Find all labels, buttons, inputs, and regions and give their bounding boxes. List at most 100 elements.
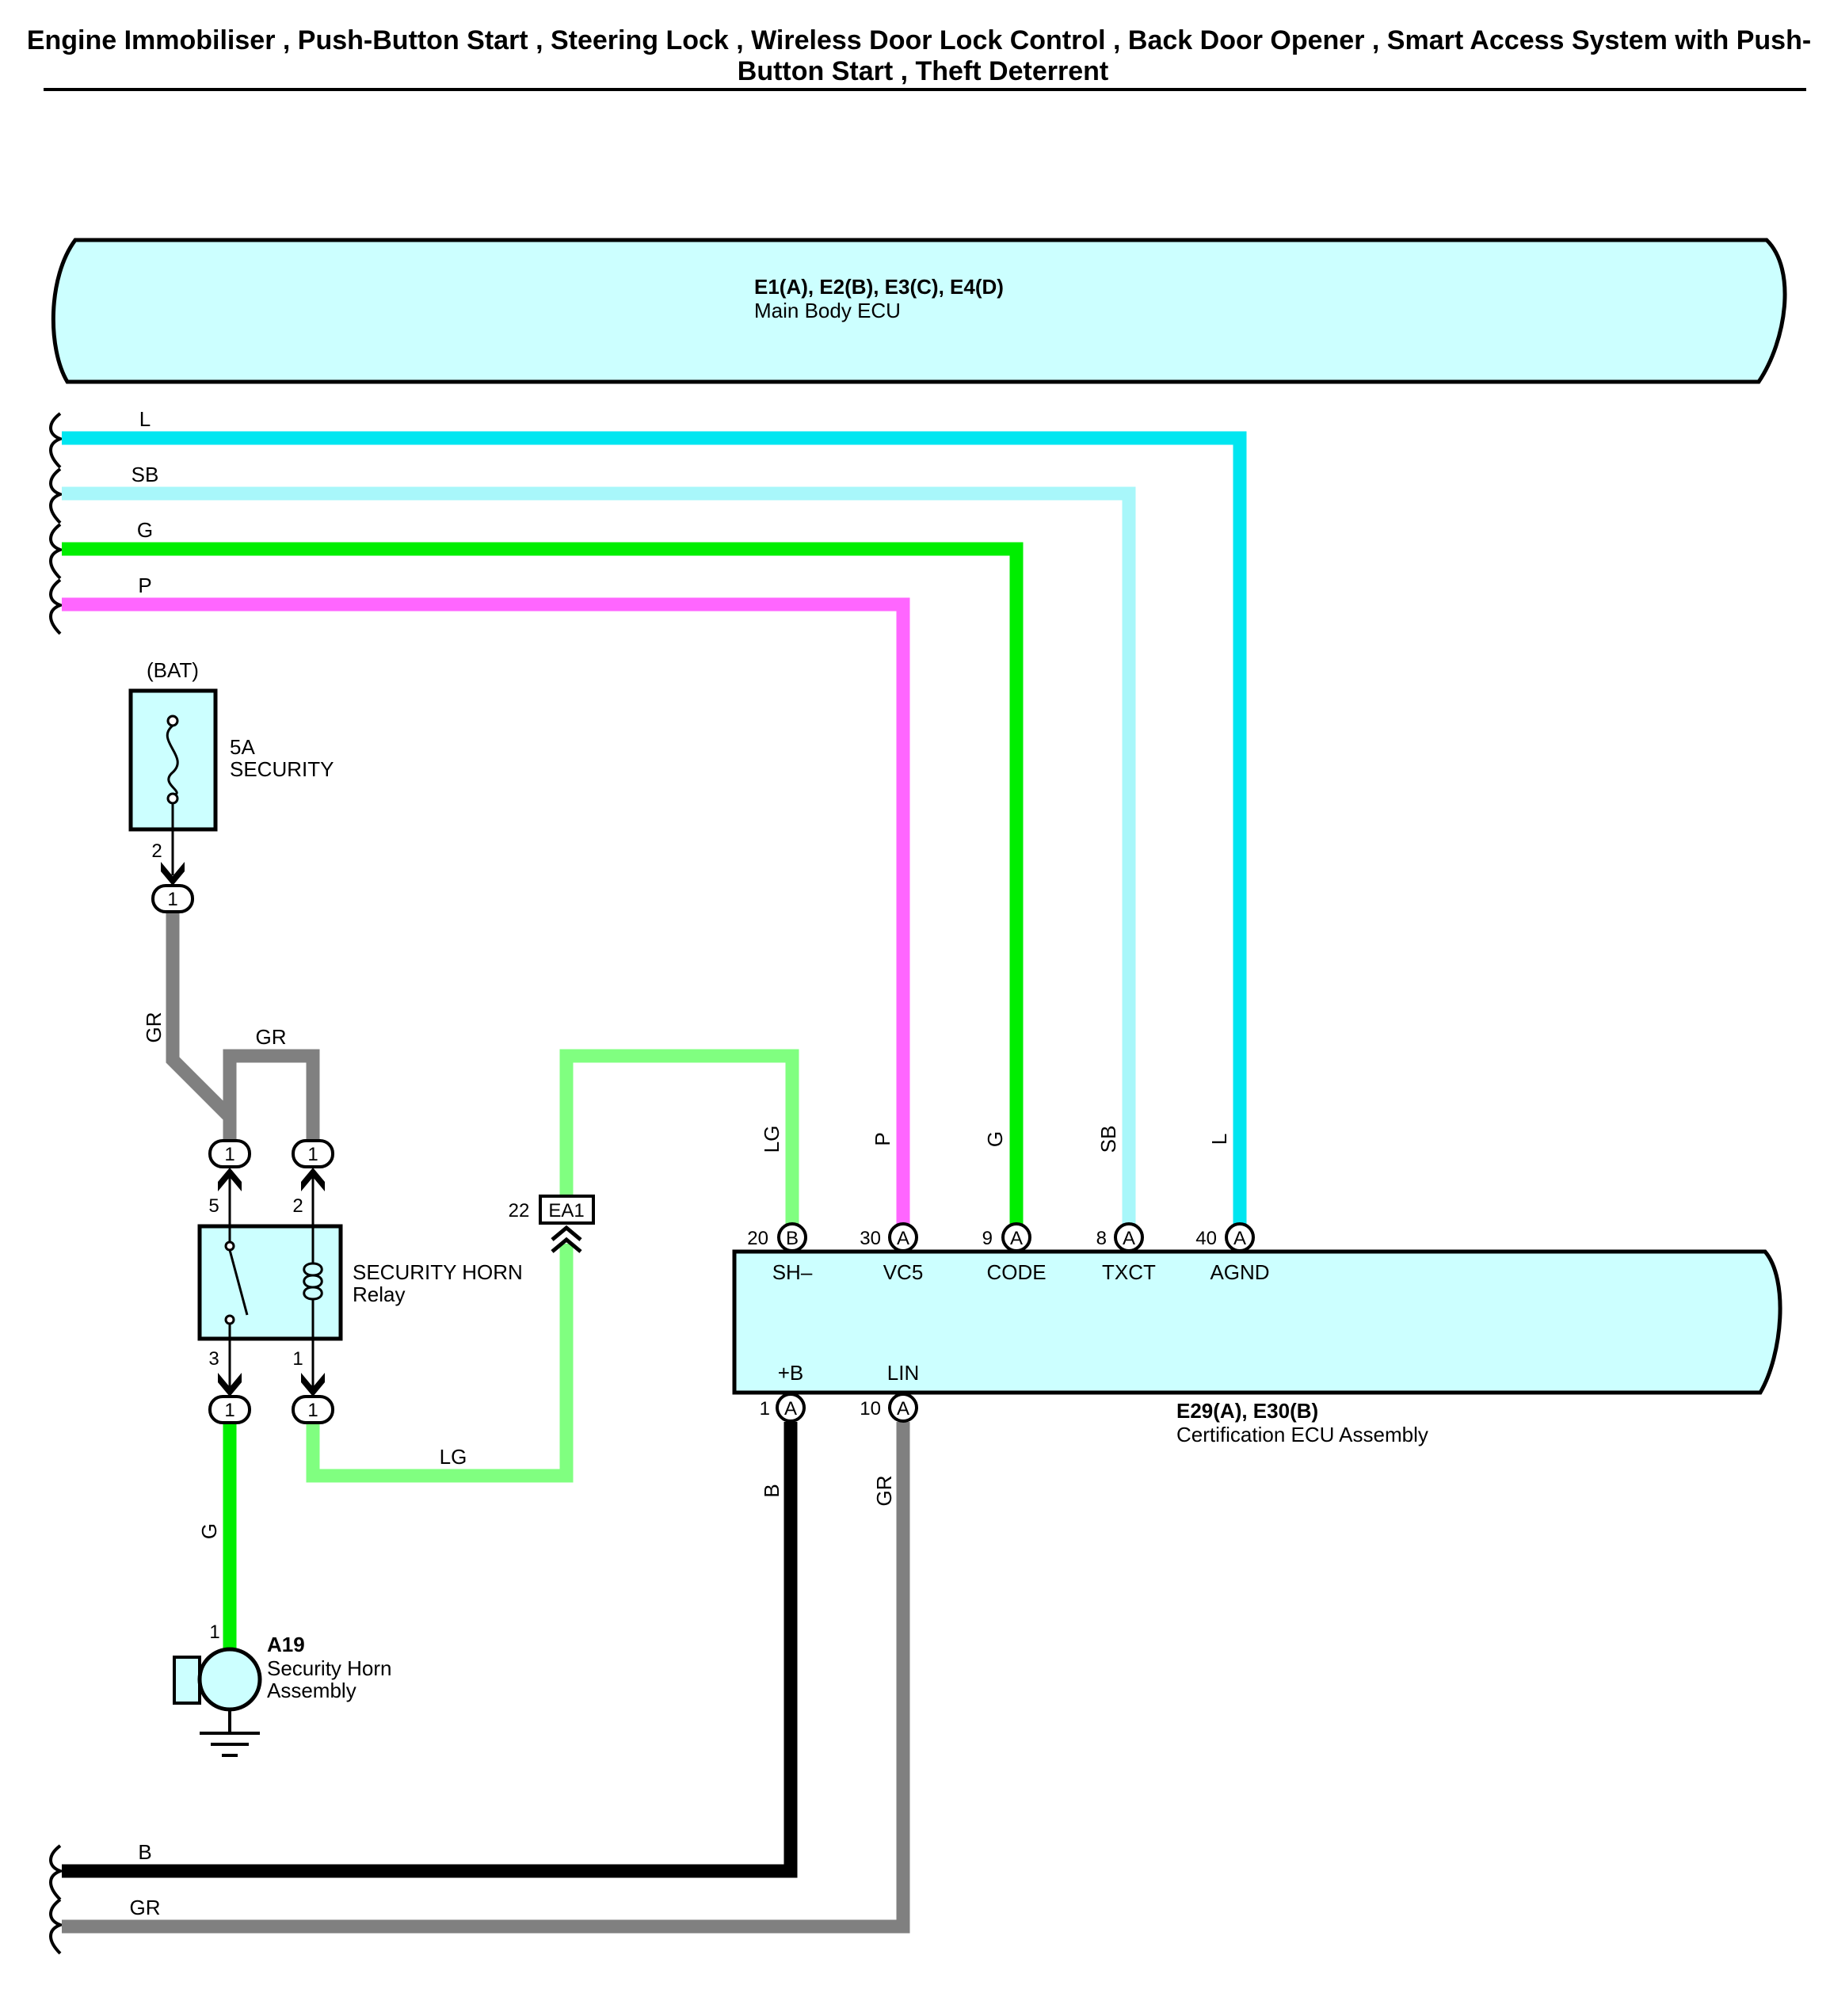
wire-gr-relay-jumper [223, 1049, 320, 1141]
fuse-icon [166, 715, 179, 805]
ecu-pin-lin-connector: A [897, 1398, 909, 1420]
horn-pin-number: 1 [209, 1622, 219, 1643]
relay-top-right-pill [292, 1139, 334, 1168]
relay-pin-2: 2 [292, 1195, 303, 1217]
relay-pin2-arrow [301, 1168, 325, 1191]
relay-switch-icon [224, 1226, 249, 1339]
wire-label-p-ecu: P [871, 1132, 894, 1145]
wire-gr-fuse [166, 911, 237, 1141]
wire-label-g-ecu: G [983, 1131, 1007, 1147]
wire-label-lg-ecu: LG [760, 1126, 783, 1153]
wire-label-gr-fuse: GR [142, 1012, 166, 1043]
horn-name-line-1: Security Horn [267, 1656, 392, 1680]
ecu-pin-vc5-connector: A [897, 1228, 909, 1249]
ecu-pin-sh-connector: B [786, 1228, 799, 1249]
ea1-connector-box [539, 1195, 595, 1225]
ecu-pin-vc5-signal: VC5 [883, 1260, 924, 1284]
ecu-pin-sh-signal: SH– [772, 1260, 813, 1284]
horn-icon [173, 1647, 262, 1712]
wire-label-gr-ecu: GR [872, 1476, 896, 1507]
relay-bottom-left-pin: 1 [224, 1400, 234, 1421]
relay-pin3-arrow [218, 1373, 242, 1397]
wire-label-lg-relay: LG [440, 1445, 467, 1469]
ecu-pin-agnd-number: 40 [1195, 1228, 1217, 1249]
wire-label-sb-ecu: SB [1096, 1126, 1120, 1153]
relay-coil-icon [303, 1226, 323, 1339]
wire-label-gr-relay: GR [256, 1025, 287, 1049]
relay-name-line-1: SECURITY HORN [353, 1260, 523, 1284]
ecu-pin-vc5-number: 30 [860, 1228, 881, 1249]
main-body-ecu-box [51, 238, 1787, 384]
wire-label-l: L [139, 407, 151, 431]
wire-label-gr: GR [130, 1896, 161, 1919]
relay-pin-5: 5 [208, 1195, 219, 1217]
fuse-source-label: (BAT) [147, 658, 199, 682]
relay-pin5-arrow [218, 1168, 242, 1191]
ecu-pin-agnd: 40 A AGND [1195, 1222, 1270, 1284]
ecu-pin-vc5: 30 A VC5 [860, 1222, 924, 1284]
wire-label-l-ecu: L [1207, 1134, 1231, 1145]
certification-ecu-name: Certification ECU Assembly [1176, 1423, 1428, 1446]
ecu-pin-plus-b-number: 1 [760, 1398, 770, 1420]
relay-bottom-right-pin: 1 [307, 1400, 318, 1421]
ecu-pin-code-number: 9 [982, 1228, 993, 1249]
wire-label-sb: SB [132, 463, 159, 486]
wire-label-b: B [138, 1840, 151, 1864]
ecu-pin-code-connector: A [1010, 1228, 1023, 1249]
diagram-title-line-2: Button Start , Theft Deterrent [738, 56, 1108, 86]
wire-label-g-horn: G [197, 1523, 221, 1539]
wire-sb [62, 486, 1136, 1224]
horn-id: A19 [267, 1633, 305, 1656]
fuse-name: SECURITY [230, 757, 334, 781]
wire-b [62, 1422, 798, 1878]
ecu-pin-code-signal: CODE [986, 1260, 1046, 1284]
ecu-pin-lin-signal: LIN [887, 1361, 919, 1385]
fuse-junction-pin: 1 [167, 889, 177, 910]
wire-label-b-ecu: B [760, 1484, 783, 1497]
ecu-pin-txct-number: 8 [1096, 1228, 1107, 1249]
relay-top-left-pin: 1 [224, 1144, 234, 1165]
certification-ecu-box [732, 1249, 1782, 1395]
wire-lg-relay-ea1 [306, 1244, 574, 1483]
fuse-connector-arrow [161, 862, 185, 886]
fuse-pin-number: 2 [151, 840, 162, 862]
ecu-pin-txct-signal: TXCT [1102, 1260, 1156, 1284]
ecu-pin-plus-b-connector: A [784, 1398, 797, 1420]
wire-gr-lin [62, 1422, 910, 1934]
relay-top-left-pill [208, 1139, 251, 1168]
relay-pin-3: 3 [208, 1348, 219, 1370]
ecu-pin-agnd-signal: AGND [1210, 1260, 1269, 1284]
ground-icon [200, 1709, 260, 1757]
ecu-pin-sh: 20 B SH– [747, 1222, 813, 1284]
ecu-pin-sh-number: 20 [747, 1228, 768, 1249]
certification-ecu-connectors: E29(A), E30(B) [1176, 1399, 1318, 1423]
wire-l [62, 431, 1247, 1224]
relay-top-right-pin: 1 [307, 1144, 318, 1165]
wire-g-code [62, 542, 1024, 1224]
security-horn-relay-box [197, 1224, 343, 1341]
ea1-connector-chevron [551, 1225, 582, 1253]
relay-name-line-2: Relay [353, 1282, 405, 1306]
wire-lg-ea1-ecu [559, 1049, 799, 1224]
horn-name-line-2: Assembly [267, 1679, 356, 1702]
fuse-junction-pill [151, 884, 194, 913]
ecu-pin-code: 9 A CODE [982, 1222, 1047, 1284]
relay-pin-1: 1 [292, 1348, 303, 1370]
ecu-pin-lin-number: 10 [860, 1398, 881, 1420]
ea1-pin-number: 22 [509, 1200, 530, 1221]
ecu-pin-txct-connector: A [1123, 1228, 1135, 1249]
main-body-ecu-connectors: E1(A), E2(B), E3(C), E4(D) [754, 275, 1004, 299]
main-body-ecu-name: Main Body ECU [754, 299, 901, 322]
wire-break-marks-left [49, 412, 65, 1955]
relay-bottom-left-pill [208, 1395, 251, 1424]
ecu-pin-plus-b: +B A 1 [760, 1361, 806, 1423]
relay-pin1-arrow [301, 1373, 325, 1397]
wire-label-g: G [137, 518, 153, 542]
ecu-pin-txct: 8 A TXCT [1096, 1222, 1156, 1284]
fuse-rating: 5A [230, 735, 255, 759]
ea1-connector-id: EA1 [548, 1200, 584, 1221]
relay-bottom-right-pill [292, 1395, 334, 1424]
ecu-pin-plus-b-signal: +B [778, 1361, 804, 1385]
